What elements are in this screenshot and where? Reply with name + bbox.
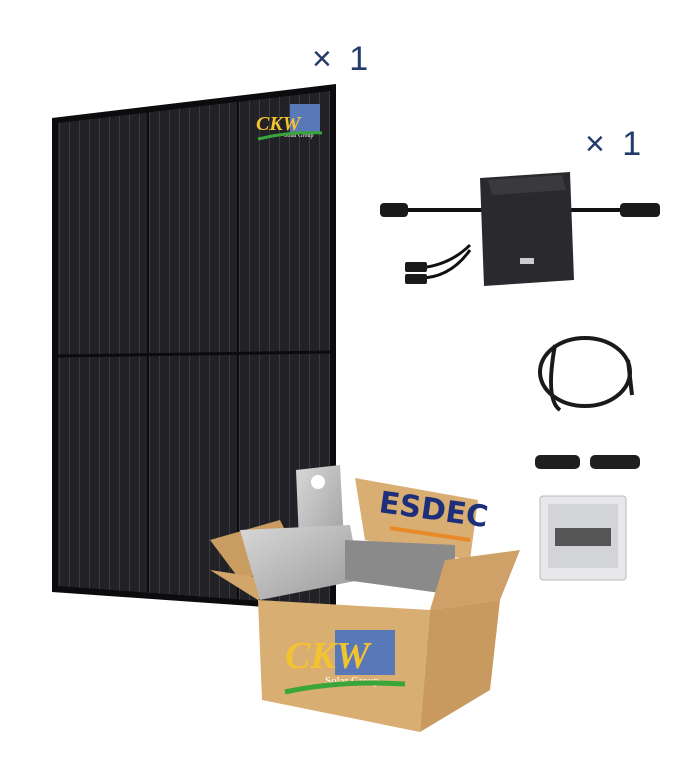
cable-coil xyxy=(538,336,634,412)
esdec-box: ESDEC CKW Solar Group xyxy=(210,465,520,732)
panel-logo: CKW Solar Group xyxy=(256,104,323,141)
microinverter xyxy=(380,172,660,286)
box-logo-text: CKW xyxy=(285,635,373,677)
box-logo: CKW Solar Group xyxy=(284,630,406,695)
inverter-quantity-label: × 1 xyxy=(585,125,645,163)
breaker-box xyxy=(539,495,627,581)
panel-logo-subtext: Solar Group xyxy=(284,133,314,139)
mc4-connectors xyxy=(535,455,640,469)
panel-logo-text: CKW xyxy=(256,113,302,135)
panel-quantity-label: × 1 xyxy=(312,40,372,78)
solar-panel: CKW Solar Group xyxy=(52,84,336,612)
